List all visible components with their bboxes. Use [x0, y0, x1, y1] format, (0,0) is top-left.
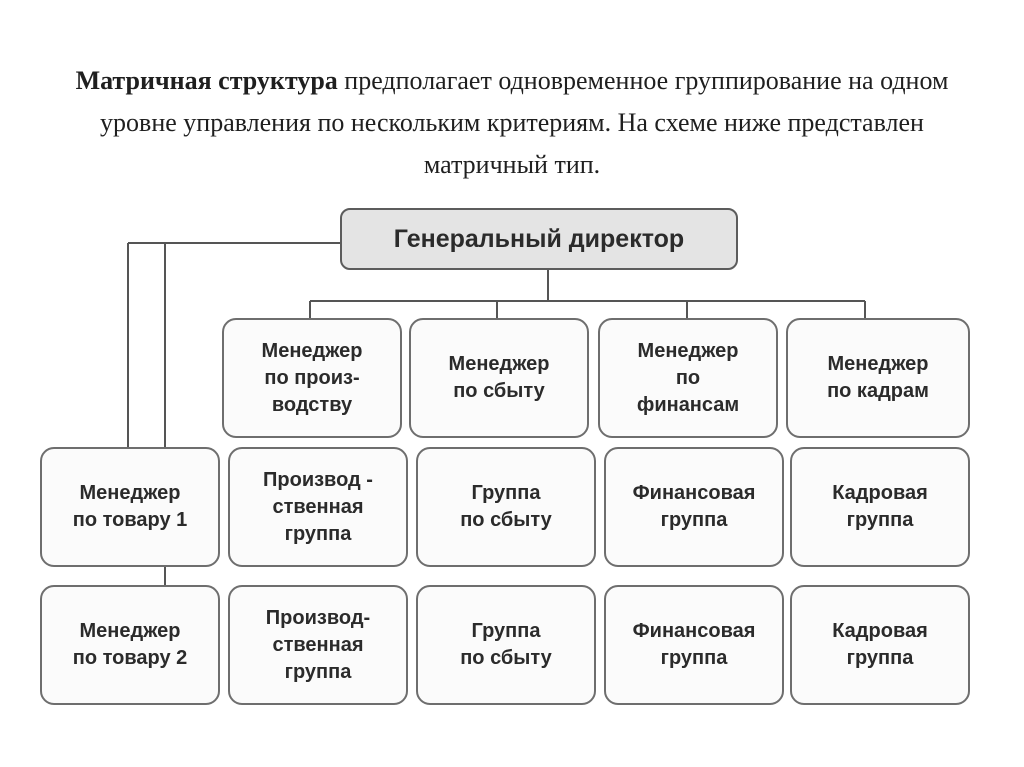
sales-group-row2-box: Группа по сбыту	[416, 585, 596, 705]
finance-group-row1-box: Финансовая группа	[604, 447, 784, 567]
manager-production-box: Менеджер по произ- водству	[222, 318, 402, 438]
director-box: Генеральный директор	[340, 208, 738, 270]
intro-bold: Матричная структура	[75, 66, 338, 95]
finance-group-row2-box: Финансовая группа	[604, 585, 784, 705]
manager-finance-box: Менеджер по финансам	[598, 318, 778, 438]
manager-hr-box: Менеджер по кадрам	[786, 318, 970, 438]
hr-group-row2-box: Кадровая группа	[790, 585, 970, 705]
production-group-row1-box: Производ - ственная группа	[228, 447, 408, 567]
hr-group-row1-box: Кадровая группа	[790, 447, 970, 567]
manager-sales-box: Менеджер по сбыту	[409, 318, 589, 438]
sales-group-row1-box: Группа по сбыту	[416, 447, 596, 567]
production-group-row2-box: Производ- ственная группа	[228, 585, 408, 705]
product-manager-1-box: Менеджер по товару 1	[40, 447, 220, 567]
intro-rest: предполагает одновременное группирование…	[100, 66, 949, 179]
product-manager-2-box: Менеджер по товару 2	[40, 585, 220, 705]
intro-text: Матричная структура предполагает одновре…	[40, 60, 984, 186]
